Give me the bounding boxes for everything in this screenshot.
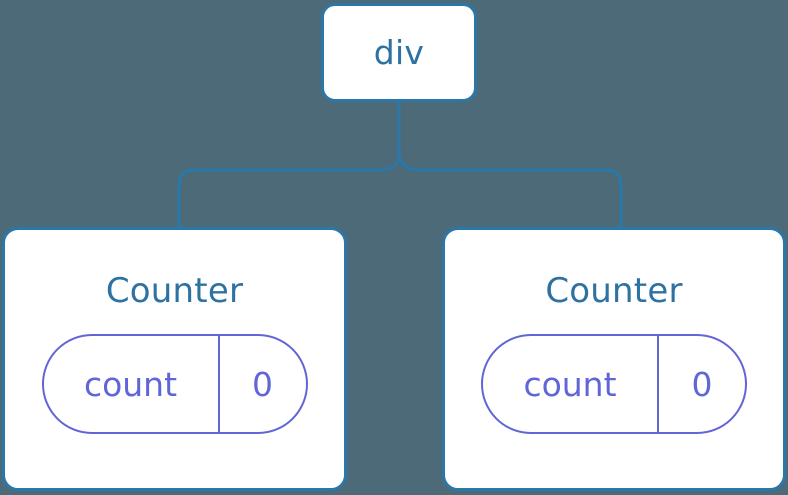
- node-counter-1[interactable]: Counter count 0: [442, 227, 786, 491]
- counter-0-state-key: count: [44, 336, 220, 432]
- counter-1-state-pill[interactable]: count 0: [481, 334, 747, 434]
- counter-1-state-key: count: [483, 336, 659, 432]
- counter-0-state-value: 0: [252, 364, 273, 404]
- node-counter-0[interactable]: Counter count 0: [2, 227, 347, 491]
- node-root-div[interactable]: div: [321, 3, 477, 102]
- counter-1-label: Counter: [545, 271, 683, 311]
- counter-1-state-value: 0: [691, 364, 713, 404]
- counter-0-state-pill[interactable]: count 0: [41, 334, 308, 434]
- counter-0-label: Counter: [105, 271, 244, 311]
- connector-edge-root-to-child-1: [397, 151, 623, 229]
- connector-edge-root-to-child-0: [177, 101, 401, 229]
- root-node-label: div: [373, 33, 425, 72]
